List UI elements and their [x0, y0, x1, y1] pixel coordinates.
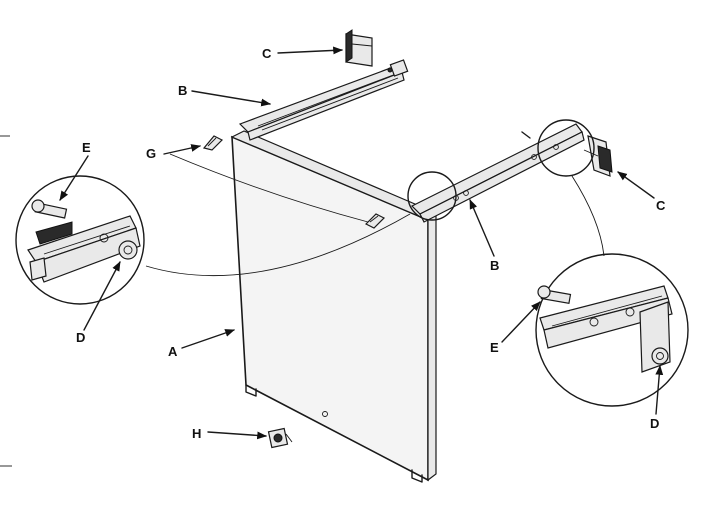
side-rail-b — [410, 123, 585, 223]
detail-circle-corner — [407, 171, 457, 221]
leader-e-right — [501, 301, 541, 343]
connector-left-detail — [145, 213, 411, 277]
leader-a — [181, 329, 235, 349]
panel-a — [230, 130, 438, 483]
leader-d-right — [655, 365, 664, 415]
label-d-left: D — [76, 330, 85, 345]
label-a: A — [168, 344, 178, 359]
clip-g-2 — [364, 213, 386, 229]
label-g: G — [146, 146, 156, 161]
bracket-c-top — [345, 29, 373, 67]
label-e-left: E — [82, 140, 91, 155]
connector-g-2 — [169, 153, 369, 223]
leader-h — [207, 431, 267, 440]
detail-view-left — [15, 175, 145, 305]
foot-h — [267, 427, 293, 449]
leader-b-right — [469, 199, 495, 257]
label-e-right: E — [490, 340, 499, 355]
label-c-right: C — [656, 198, 666, 213]
label-d-right: D — [650, 416, 659, 431]
label-c-top: C — [262, 46, 272, 61]
top-rail-b — [238, 59, 409, 141]
detail-circle-right-end — [537, 119, 595, 177]
leader-g — [163, 144, 201, 155]
detail-view-right — [535, 253, 689, 407]
leader-b-top — [191, 90, 271, 107]
bracket-c-right — [583, 135, 613, 177]
label-b-top: B — [178, 83, 187, 98]
leader-c-top — [277, 46, 343, 55]
leader-e-left — [59, 155, 89, 201]
leader-c-right — [617, 171, 655, 199]
screw-hole — [322, 411, 328, 417]
clip-g-1 — [202, 135, 224, 151]
connector-right-detail — [571, 175, 605, 257]
label-b-right: B — [490, 258, 499, 273]
leader-d-left — [83, 261, 121, 331]
label-h: H — [192, 426, 201, 441]
